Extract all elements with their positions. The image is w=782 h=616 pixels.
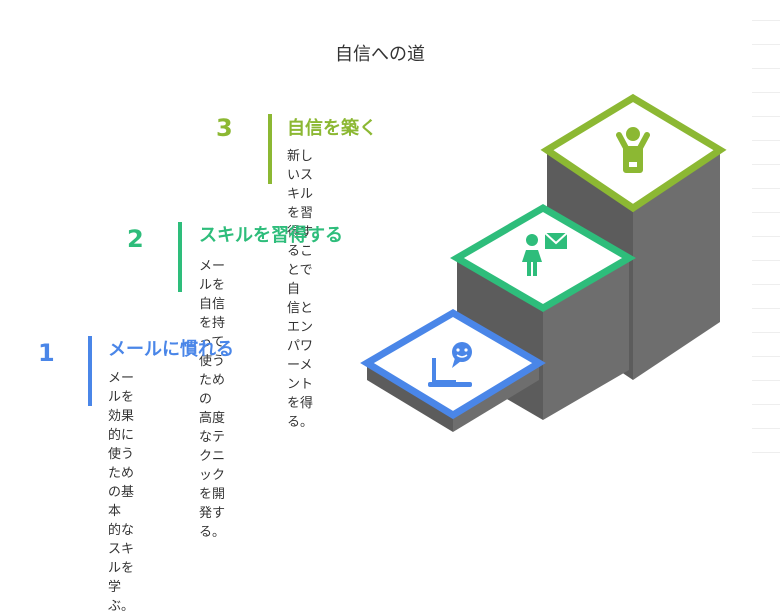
person-mail-icon <box>522 232 568 276</box>
decorative-line <box>752 356 780 357</box>
decorative-line <box>752 188 780 189</box>
step-number: 3 <box>216 114 233 142</box>
decorative-line <box>752 260 780 261</box>
step-description: 新しいスキルを習得することで自 信とエンパワーメントを得る。 <box>287 149 314 430</box>
decorative-line <box>752 380 780 381</box>
diagram-title: 自信への道 <box>335 44 425 65</box>
decorative-line <box>752 452 780 453</box>
decorative-line <box>752 236 780 237</box>
step-heading: メールに慣れる <box>108 339 234 360</box>
decorative-line <box>752 212 780 213</box>
block-3-right-face <box>633 150 720 380</box>
step-heading: 自信を築く <box>287 118 377 139</box>
decorative-line <box>752 140 780 141</box>
decorative-line <box>752 20 780 21</box>
decorative-line <box>752 92 780 93</box>
decorative-line <box>752 164 780 165</box>
staircase-illustration <box>360 93 727 432</box>
decorative-line <box>752 404 780 405</box>
step-number: 2 <box>127 225 144 253</box>
block-1-left-face <box>367 363 453 432</box>
step-accent-bar <box>88 336 92 406</box>
step-accent-bar <box>178 222 182 292</box>
laptop-chat-icon <box>428 342 472 387</box>
decorative-line <box>752 284 780 285</box>
person-celebrate-icon <box>616 127 650 173</box>
decorative-line <box>752 116 780 117</box>
block-2-top-face <box>450 203 636 313</box>
block-1-top-face <box>360 308 546 420</box>
step-number: 1 <box>38 339 55 367</box>
decorative-line <box>752 332 780 333</box>
step-accent-bar <box>268 114 272 184</box>
block-1-right-face <box>453 363 539 432</box>
step-heading: スキルを習得する <box>199 225 343 246</box>
decorative-line <box>752 428 780 429</box>
decorative-line <box>752 44 780 45</box>
decorative-line <box>752 68 780 69</box>
decorative-line <box>752 308 780 309</box>
